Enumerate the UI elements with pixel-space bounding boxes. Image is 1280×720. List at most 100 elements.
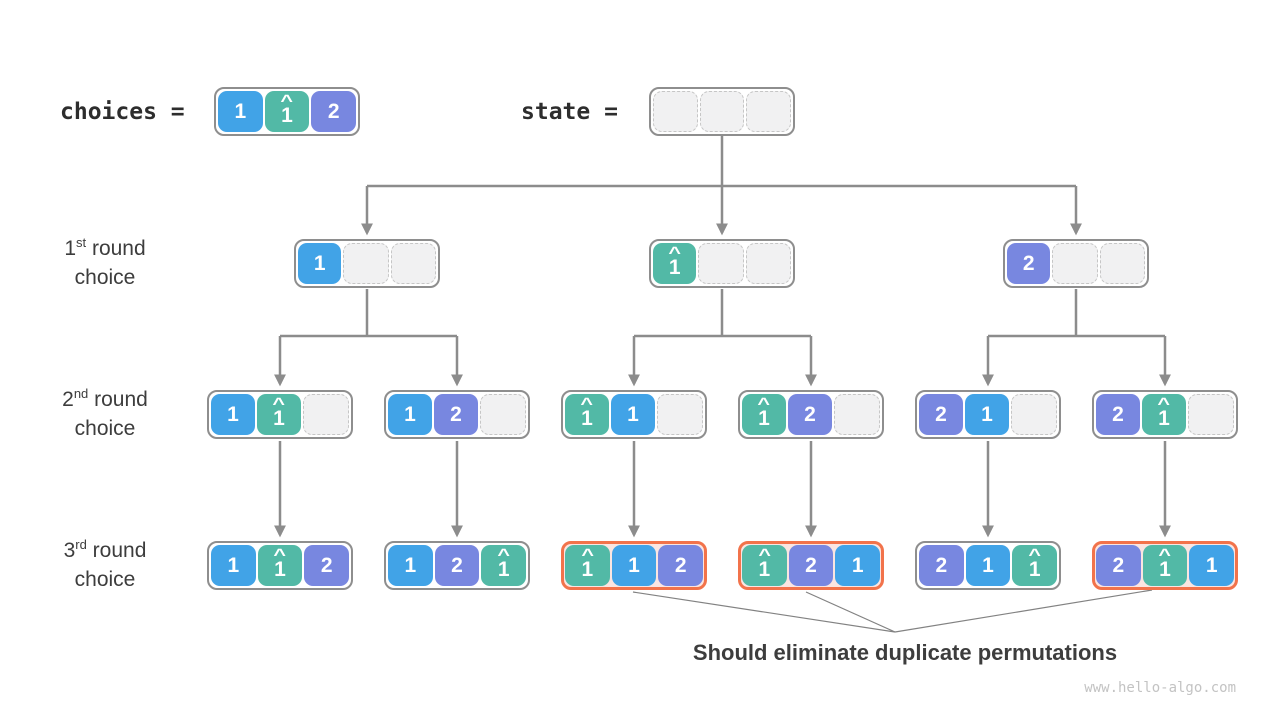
empty-slot: [657, 394, 703, 435]
element-cell-purple: 2: [788, 394, 832, 435]
cell-value: 2: [320, 553, 333, 577]
hat-mark: ^: [757, 395, 771, 414]
element-cell-purple: 2: [311, 91, 357, 132]
cell-value: 1: [981, 402, 993, 426]
round1-label-line1: 1st round: [64, 235, 146, 260]
element-cell-teal-hat: ^1: [742, 545, 787, 586]
cell-value: 1: [404, 553, 417, 577]
element-cell-blue: 1: [211, 545, 256, 586]
element-cell-teal-hat: ^1: [1012, 545, 1058, 586]
element-cell-blue: 1: [388, 545, 433, 586]
element-cell-purple: 2: [919, 545, 964, 586]
cell-value: 1: [273, 407, 285, 430]
annotation-text: Should eliminate duplicate permutations: [692, 640, 1118, 665]
cell-value: 2: [451, 553, 463, 577]
node-round3-3-duplicate: ^1 2 1: [738, 541, 884, 590]
cell-value: 1: [227, 553, 240, 577]
callout-line: [894, 589, 1153, 633]
node-round1-0: 1: [294, 239, 440, 288]
cell-value: 1: [627, 402, 639, 426]
element-cell-purple: 2: [304, 545, 350, 586]
cell-value: 1: [758, 407, 770, 430]
element-cell-teal-hat: ^1: [264, 91, 310, 132]
empty-slot: [653, 91, 698, 132]
empty-slot: [1188, 394, 1234, 435]
cell-value: 2: [804, 402, 816, 426]
cell-value: 1: [1159, 558, 1171, 581]
choices-label: choices =: [60, 99, 185, 125]
empty-slot: [699, 91, 745, 132]
cell-value: 1: [851, 553, 864, 577]
element-cell-teal-hat: ^1: [742, 394, 786, 435]
cell-value: 2: [1112, 553, 1125, 577]
cell-value: 2: [1022, 251, 1035, 275]
cell-value: 1: [628, 553, 640, 577]
element-cell-purple: 2: [1007, 243, 1051, 284]
hat-mark: ^: [1028, 546, 1041, 565]
element-cell-purple: 2: [434, 394, 478, 435]
connector-state-to-round1: [361, 136, 1082, 236]
element-cell-blue: 1: [965, 394, 1009, 435]
round3-label-line2: choice: [74, 568, 136, 591]
element-cell-blue: 1: [218, 91, 263, 132]
connector-round1-to-round2: [274, 289, 1171, 387]
cell-value: 2: [935, 553, 948, 577]
state-box: [649, 87, 795, 136]
element-cell-teal-hat: ^1: [1142, 394, 1186, 435]
cell-value: 1: [668, 256, 681, 279]
cell-value: 1: [1205, 553, 1218, 577]
element-cell-purple: 2: [1096, 545, 1141, 586]
element-cell-teal-hat: ^1: [257, 394, 301, 435]
node-round1-2: 2: [1003, 239, 1149, 288]
cell-value: 1: [1028, 558, 1041, 581]
empty-slot: [303, 394, 349, 435]
node-round1-1: ^1: [649, 239, 795, 288]
element-cell-blue: 1: [611, 545, 657, 586]
node-round2-5: 2^1: [1092, 390, 1238, 439]
cell-value: 2: [805, 553, 817, 577]
connector-round2-to-round3: [274, 441, 1171, 538]
cell-value: 1: [1158, 407, 1170, 430]
element-cell-blue: 1: [1189, 545, 1235, 586]
empty-slot: [390, 243, 436, 284]
element-cell-teal-hat: ^1: [653, 243, 697, 284]
round2-label-line2: choice: [74, 417, 136, 440]
cell-value: 2: [327, 99, 340, 123]
hat-mark: ^: [580, 395, 594, 414]
empty-slot: [343, 243, 389, 284]
cell-value: 1: [581, 558, 594, 581]
cell-value: 1: [234, 99, 247, 123]
hat-mark: ^: [497, 546, 510, 565]
element-cell-blue: 1: [965, 545, 1011, 586]
node-round2-0: 1^1: [207, 390, 353, 439]
cell-value: 1: [581, 407, 593, 430]
cell-value: 1: [758, 558, 771, 581]
round3-label: 3rd round choice: [10, 536, 200, 594]
cell-value: 1: [497, 558, 510, 581]
empty-slot: [834, 394, 880, 435]
hat-mark: ^: [581, 546, 594, 565]
hat-mark: ^: [1157, 395, 1171, 414]
watermark: www.hello-algo.com: [1084, 680, 1236, 696]
callout-line: [805, 591, 896, 633]
empty-slot: [1052, 243, 1098, 284]
round3-label-line1: 3rd round: [63, 537, 147, 562]
node-round2-3: ^1 2: [738, 390, 884, 439]
hat-mark: ^: [272, 395, 286, 414]
cell-value: 2: [674, 553, 687, 577]
hat-mark: ^: [668, 244, 681, 263]
cell-value: 1: [404, 402, 416, 426]
hat-mark: ^: [280, 92, 294, 111]
element-cell-purple: 2: [658, 545, 704, 586]
cell-value: 1: [313, 251, 326, 275]
element-cell-teal-hat: ^1: [257, 545, 303, 586]
empty-slot: [746, 91, 792, 132]
cell-value: 2: [935, 402, 947, 426]
element-cell-teal-hat: ^1: [481, 545, 527, 586]
element-cell-blue: 1: [211, 394, 255, 435]
